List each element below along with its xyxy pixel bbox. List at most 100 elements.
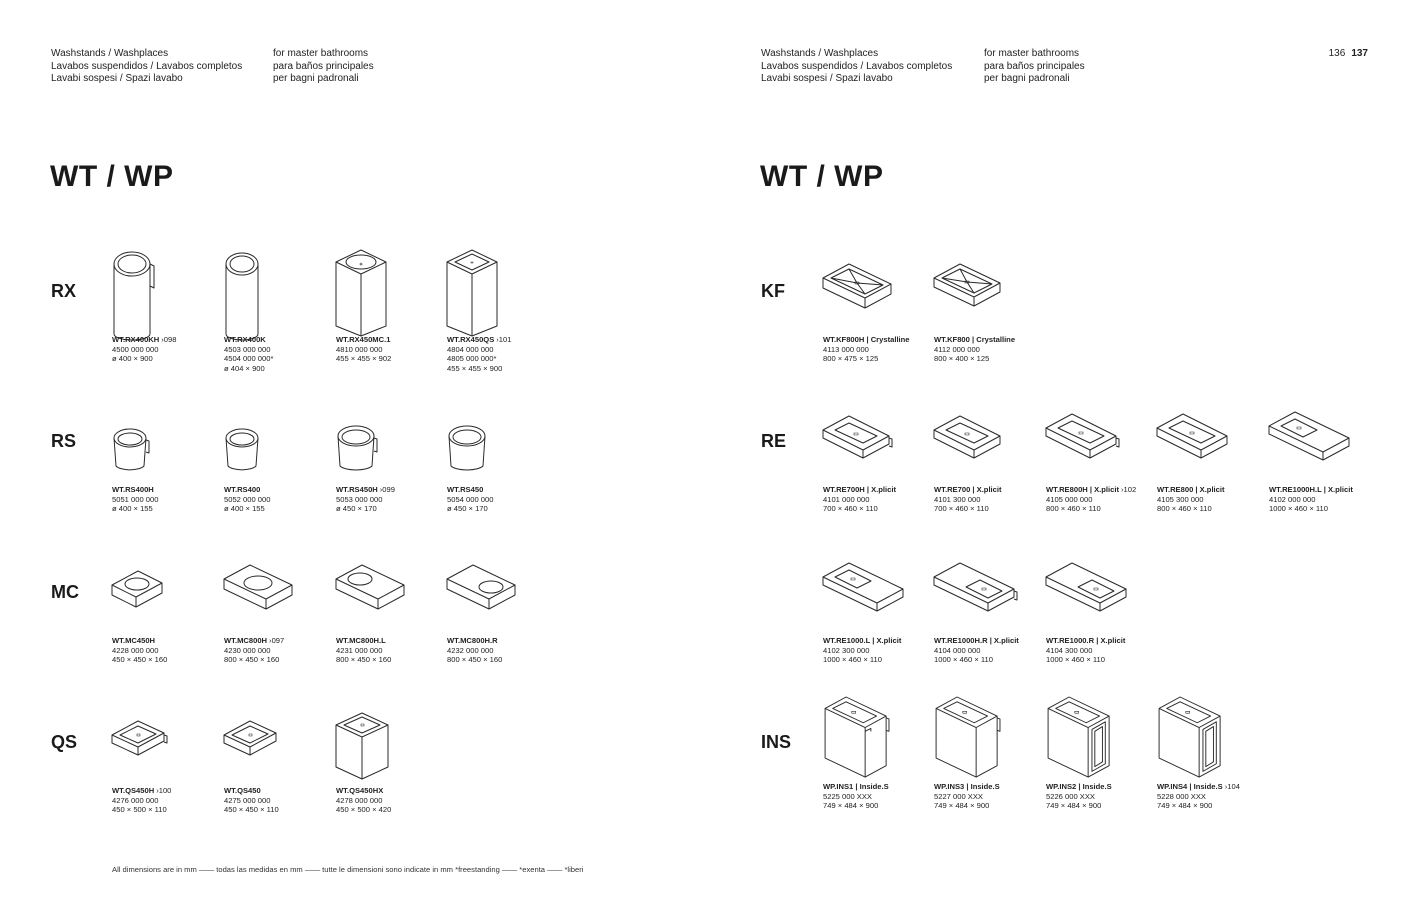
product-card[interactable]: WP.INS4 | Inside.S›104 5228 000 XXX 749 … [1157, 696, 1265, 811]
product-dimensions: ø 404 × 900 [224, 363, 265, 373]
product-code: 4275 000 000 [224, 795, 271, 805]
product-card[interactable]: WP.INS3 | Inside.S 5227 000 XXX 749 × 48… [934, 696, 1042, 811]
product-name: WP.INS4 | Inside.S›104 [1157, 782, 1240, 791]
product-card[interactable]: WT.RS400H 5051 000 000 ø 400 × 155 [112, 400, 220, 514]
product-card[interactable]: WT.RE800 | X.plicit 4105 300 000 800 × 4… [1156, 400, 1265, 514]
header-line: for master bathrooms [273, 48, 369, 59]
product-code: 4102 000 000 [1269, 494, 1316, 504]
product-code: 4230 000 000 [224, 645, 271, 655]
product-card[interactable]: WT.MC800H.L 4231 000 000 800 × 450 × 160 [335, 551, 444, 665]
product-card[interactable]: WT.MC800H.R 4232 000 000 800 × 450 × 160 [446, 551, 555, 665]
sloped-tray-towel-icon [822, 263, 892, 309]
product-card[interactable]: WT.QS450H›100 4276 000 000 450 × 500 × 1… [111, 701, 220, 815]
product-name: WT.RE1000H.R | X.plicit [934, 636, 1019, 645]
product-name: WT.RE1000H.L | X.plicit [1269, 485, 1353, 494]
product-code: 4105 300 000 [1157, 494, 1204, 504]
product-code: 4228 000 000 [112, 645, 159, 655]
product-code: 5053 000 000 [336, 494, 383, 504]
product-name: WT.QS450 [224, 786, 261, 795]
product-code: 5051 000 000 [112, 494, 159, 504]
long-slab-basin-right-icon [446, 564, 516, 610]
product-code: 5052 000 000 [224, 494, 271, 504]
product-code: 5226 000 XXX [1046, 791, 1095, 801]
cabinet-washplace-towel-icon [935, 696, 1001, 778]
header-category: Washstands / Washplaces Lavabos suspendi… [51, 48, 242, 86]
cabinet-washplace-niche-icon [1158, 696, 1221, 778]
product-code: 4276 000 000 [112, 795, 159, 805]
left-page: Washstands / Washplaces Lavabos suspendi… [50, 48, 583, 874]
square-tray-icon [223, 720, 277, 756]
product-card[interactable]: WP.INS1 | Inside.S 5225 000 XXX 749 × 48… [823, 696, 931, 811]
product-code: 4101 300 000 [934, 494, 981, 504]
product-code: 4102 300 000 [823, 645, 870, 655]
round-bowl-towel-icon [113, 428, 150, 471]
product-name: WT.RE700H | X.plicit [823, 485, 897, 494]
product-card[interactable]: WT.RX450MC.1 4810 000 000 455 × 455 × 90… [335, 249, 444, 364]
product-name: WT.RX400KH›098 [112, 335, 177, 344]
cylinder-tall-towel-icon [113, 251, 155, 341]
product-code: 4105 000 000 [1046, 494, 1093, 504]
header-line: para baños principales [984, 60, 1085, 72]
square-cube-basin-icon [335, 712, 389, 780]
row-label-ins: INS [761, 732, 792, 752]
product-card[interactable]: WT.RX400K 4503 000 000 4504 000 000* ø 4… [224, 250, 332, 373]
product-dimensions: 1000 × 460 × 110 [823, 655, 882, 664]
row-label-rx: RX [51, 281, 77, 301]
product-dimensions: 800 × 400 × 125 [934, 354, 990, 363]
product-dimensions: 749 × 484 × 900 [1157, 801, 1213, 810]
header-line: Lavabi sospesi / Spazi lavabo [51, 73, 183, 84]
long-slab-round-basin-icon [223, 564, 293, 610]
product-dimensions: ø 400 × 155 [112, 504, 153, 513]
page-number-left: 136 [1328, 48, 1346, 59]
long-rect-slab-basin-right-icon [1045, 562, 1127, 612]
product-card[interactable]: WT.RE1000H.R | X.plicit 4104 000 000 100… [933, 551, 1042, 665]
round-bowl-large-icon [448, 425, 486, 471]
product-card[interactable]: WT.RS400 5052 000 000 ø 400 × 155 [224, 400, 332, 514]
header-category: Washstands / Washplaces Lavabos suspendi… [761, 48, 952, 86]
product-card[interactable]: WT.RE800H | X.plicit›102 4105 000 000 80… [1045, 400, 1154, 514]
product-code: 4231 000 000 [336, 645, 383, 655]
product-dimensions: 800 × 460 × 110 [1157, 504, 1212, 513]
square-column-square-basin-icon [446, 249, 498, 337]
product-card[interactable]: WT.QS450HX 4278 000 000 450 × 500 × 420 [335, 701, 444, 815]
product-code: 4810 000 000 [336, 344, 383, 354]
product-card[interactable]: WT.RE1000.R | X.plicit 4104 300 000 1000… [1045, 551, 1154, 665]
cabinet-washplace-niche-icon [1047, 696, 1110, 778]
row-label-qs: QS [51, 732, 78, 752]
sloped-tray-icon [933, 263, 1001, 307]
product-card[interactable]: WT.RE700 | X.plicit 4101 300 000 700 × 4… [933, 400, 1042, 514]
round-bowl-icon [225, 428, 259, 471]
product-card[interactable]: WP.INS2 | Inside.S 5226 000 XXX 749 × 48… [1046, 696, 1154, 811]
product-card[interactable]: WT.RX400KH›098 4500 000 000 ø 400 × 900 [112, 250, 220, 364]
product-card[interactable]: WT.KF800H | Crystalline 4113 000 000 800… [822, 250, 931, 364]
page-reference: ›097 [269, 636, 285, 645]
product-dimensions: 1000 × 460 × 110 [1269, 504, 1328, 513]
product-name: WT.RE800H | X.plicit›102 [1046, 485, 1137, 494]
product-dimensions: 749 × 484 × 900 [934, 801, 990, 810]
product-card[interactable]: WT.RE700H | X.plicit 4101 000 000 700 × … [822, 400, 931, 514]
product-card[interactable]: WT.MC450H 4228 000 000 450 × 450 × 160 [111, 551, 220, 665]
product-card[interactable]: WT.RX450QS›101 4804 000 000 4805 000 000… [446, 249, 555, 373]
product-card[interactable]: WT.RS450H›099 5053 000 000 ø 450 × 170 [336, 400, 444, 514]
product-card[interactable]: WT.MC800H›097 4230 000 000 800 × 450 × 1… [223, 551, 332, 665]
product-name: WT.KF800H | Crystalline [823, 335, 910, 344]
product-dimensions: 1000 × 460 × 110 [1046, 655, 1105, 664]
product-name: WT.RX450QS›101 [447, 335, 512, 344]
header-line: for master bathrooms [984, 48, 1080, 59]
header-line: Lavabi sospesi / Spazi lavabo [761, 73, 893, 84]
product-code: 4232 000 000 [447, 645, 494, 655]
product-name: WT.RS400H [112, 485, 154, 494]
header-line: per bagni padronali [273, 73, 359, 84]
cylinder-tall-icon [225, 252, 259, 341]
product-card[interactable]: WT.KF800 | Crystalline 4112 000 000 800 … [933, 250, 1042, 364]
product-dimensions: 800 × 475 × 125 [823, 354, 879, 363]
product-name: WT.MC800H.L [336, 636, 386, 645]
product-card[interactable]: WT.RE1000H.L | X.plicit 4102 000 000 100… [1268, 400, 1377, 514]
product-card[interactable]: WT.RE1000.L | X.plicit 4102 300 000 1000… [822, 551, 931, 665]
cabinet-washplace-towel-icon [824, 696, 890, 778]
product-code: 4104 300 000 [1046, 645, 1093, 655]
page-reference: ›098 [161, 335, 177, 344]
product-card[interactable]: WT.QS450 4275 000 000 450 × 450 × 110 [223, 701, 332, 815]
product-code: 4104 000 000 [934, 645, 981, 655]
product-card[interactable]: WT.RS450 5054 000 000 ø 450 × 170 [447, 400, 555, 514]
